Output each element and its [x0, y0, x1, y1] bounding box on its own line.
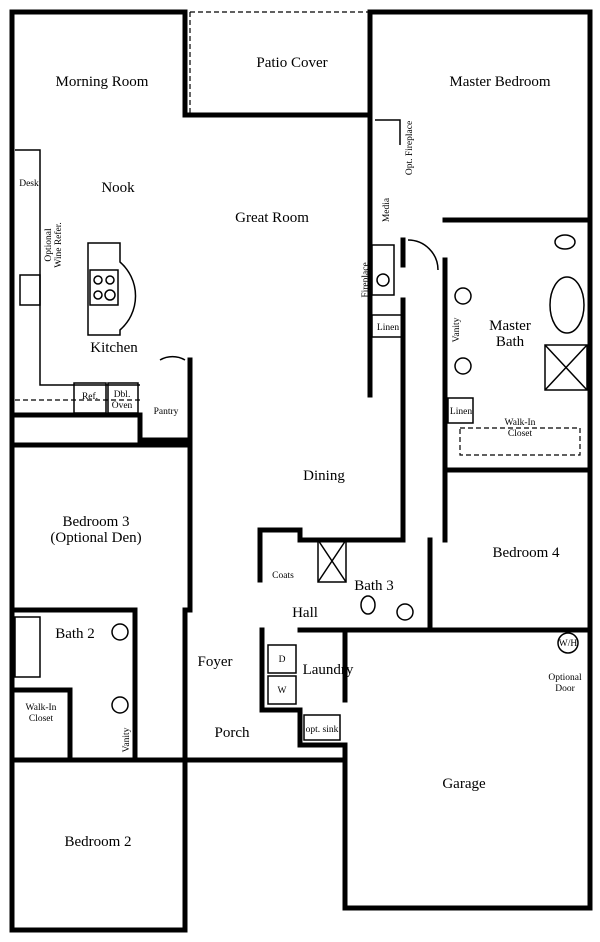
- label-desk: Desk: [19, 179, 39, 189]
- room-hall: Hall: [292, 605, 318, 621]
- label-optional-door: Optional: [548, 673, 582, 683]
- label-water-heater: W/H: [559, 639, 578, 649]
- fixture-labels: Desk Optional Wine Refer. Ref. Dbl. Oven…: [19, 121, 582, 753]
- label-walkin-bath2-2: Closet: [29, 714, 54, 724]
- label-opt-sink: opt. sink: [306, 725, 339, 735]
- room-bedroom-4: Bedroom 4: [492, 545, 560, 561]
- room-dining: Dining: [303, 468, 345, 484]
- room-patio-cover: Patio Cover: [256, 55, 327, 71]
- room-nook: Nook: [101, 180, 135, 196]
- room-laundry: Laundry: [303, 662, 354, 678]
- label-walkin-master-2: Closet: [508, 429, 533, 439]
- label-fireplace: Fireplace: [361, 262, 371, 297]
- room-bedroom-3-sub: (Optional Den): [50, 530, 141, 546]
- walls: [9, 9, 593, 933]
- label-washer: W: [278, 686, 287, 696]
- room-bedroom-3: Bedroom 3: [62, 514, 129, 530]
- label-vanity-master: Vanity: [452, 317, 462, 342]
- room-morning-room: Morning Room: [56, 74, 149, 90]
- room-kitchen: Kitchen: [90, 340, 138, 356]
- label-dbl-oven: Dbl.: [114, 390, 131, 400]
- patio: [189, 11, 371, 115]
- label-ref: Ref.: [82, 391, 98, 402]
- kitchen-counters: [15, 149, 186, 414]
- label-media: Media: [382, 197, 392, 222]
- label-dbl-oven-2: Oven: [112, 401, 133, 411]
- room-master-bath: Master: [489, 318, 531, 334]
- fixtures: [14, 119, 588, 741]
- room-master-bedroom: Master Bedroom: [449, 74, 551, 90]
- label-dryer: D: [279, 655, 286, 665]
- label-walkin-bath2: Walk-In: [26, 703, 57, 713]
- label-linen: Linen: [377, 323, 399, 333]
- label-vanity-bath2: Vanity: [122, 727, 132, 752]
- room-bath-2: Bath 2: [55, 626, 95, 642]
- label-optional-door-2: Door: [555, 684, 575, 694]
- room-foyer: Foyer: [198, 654, 233, 670]
- label-pantry: Pantry: [154, 407, 179, 417]
- room-bedroom-2: Bedroom 2: [64, 834, 131, 850]
- label-walkin-master: Walk-In: [505, 418, 536, 428]
- room-master-bath-2: Bath: [496, 334, 525, 350]
- label-linen-master: Linen: [450, 407, 472, 417]
- label-opt-fireplace: Opt. Fireplace: [405, 121, 415, 175]
- room-great-room: Great Room: [235, 210, 309, 226]
- room-porch: Porch: [215, 725, 250, 741]
- room-garage: Garage: [442, 776, 486, 792]
- label-wine-refer-2: Wine Refer.: [53, 222, 64, 268]
- label-coats: Coats: [272, 571, 294, 581]
- room-labels: Morning Room Patio Cover Master Bedroom …: [50, 55, 560, 850]
- label-wine-refer: Optional: [44, 228, 54, 262]
- room-bath-3: Bath 3: [354, 578, 394, 594]
